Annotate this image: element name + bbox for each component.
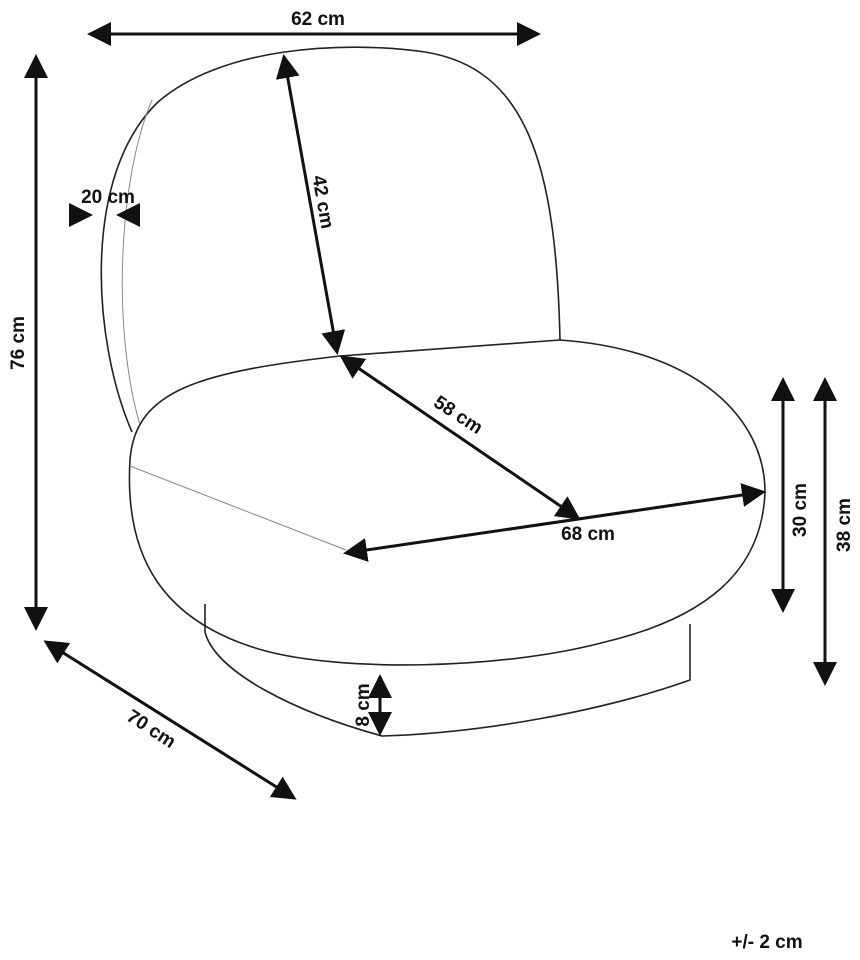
seat-height-label: 38 cm [834, 498, 855, 552]
depth-label: 70 cm [123, 706, 180, 753]
seat-depth-arrow [339, 355, 581, 520]
seat-width-label: 68 cm [561, 524, 615, 545]
backrest-height-arrow [275, 54, 346, 355]
backrest-outline [100, 46, 561, 433]
backrest-thickness-label: 20 cm [81, 187, 135, 208]
seat-depth-label: 58 cm [430, 392, 487, 439]
height-label: 76 cm [8, 316, 29, 370]
tolerance-note: +/- 2 cm [731, 932, 802, 953]
seat-top-outline [129, 339, 766, 493]
base-outline [204, 604, 691, 737]
seat-edge-line [129, 465, 347, 551]
seat-front-outline [128, 459, 766, 666]
width-label: 62 cm [291, 9, 345, 30]
backrest-height-label: 42 cm [307, 174, 337, 231]
chair-outline [100, 46, 766, 737]
cushion-height-label: 30 cm [790, 483, 811, 537]
base-height-label: 8 cm [353, 683, 374, 726]
backrest-side-line [121, 99, 153, 426]
depth-arrow [43, 640, 297, 800]
seat-width-arrow [343, 483, 766, 562]
